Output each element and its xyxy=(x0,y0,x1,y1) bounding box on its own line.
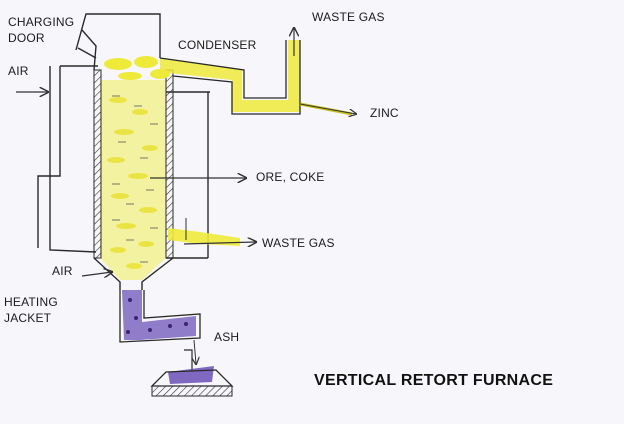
label-waste-gas-top: WASTE GAS xyxy=(312,10,385,24)
label-charging-door: CHARGING DOOR xyxy=(8,15,75,45)
charging-door xyxy=(75,13,161,71)
label-zinc: ZINC xyxy=(370,106,399,120)
condenser xyxy=(159,28,356,114)
air-arrows xyxy=(16,92,112,276)
ash-chute xyxy=(119,290,201,372)
waste-gas-outlet xyxy=(168,218,256,246)
label-ash: ASH xyxy=(214,330,240,344)
ash-tray xyxy=(150,366,234,397)
label-waste-gas-mid: WASTE GAS xyxy=(262,236,335,250)
label-condenser: CONDENSER xyxy=(178,38,257,52)
retort-column xyxy=(93,69,174,290)
diagram-title: VERTICAL RETORT FURNACE xyxy=(314,372,554,389)
label-ore-coke: ORE, COKE xyxy=(256,170,325,184)
label-heating-jacket: HEATING JACKET xyxy=(4,295,58,325)
label-air-bottom: AIR xyxy=(52,264,73,278)
label-air-top: AIR xyxy=(8,64,29,78)
